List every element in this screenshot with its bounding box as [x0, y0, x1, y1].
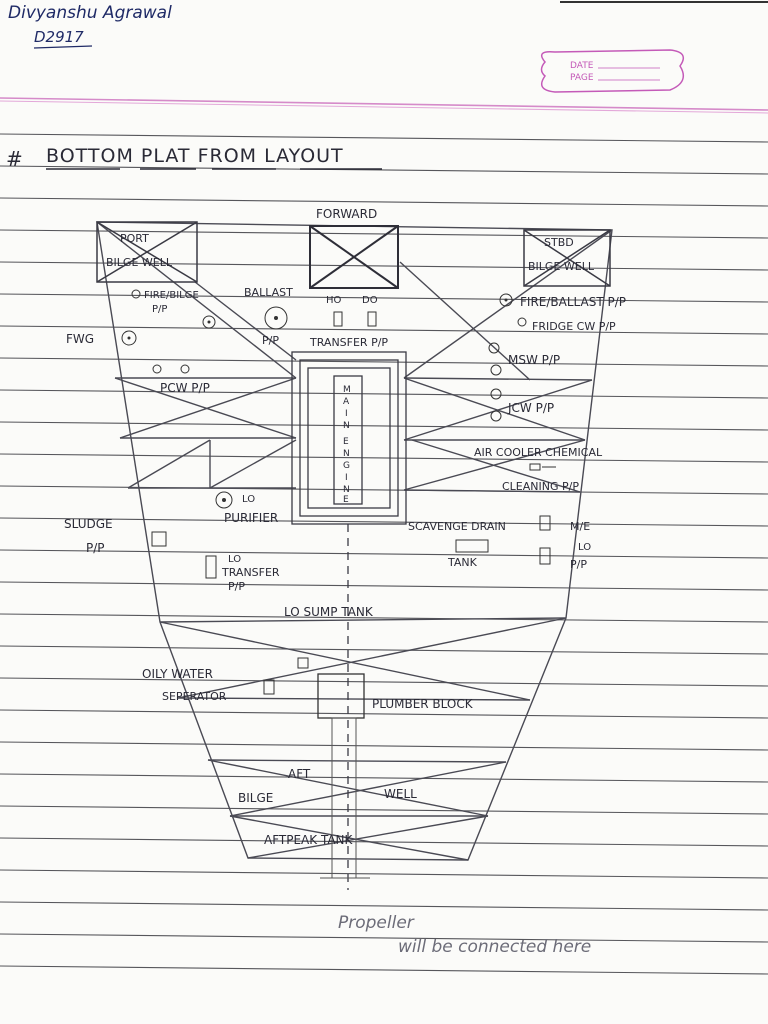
- stbd-bilge-label: BILGE WELL: [528, 260, 595, 273]
- tank-label: TANK: [447, 556, 478, 569]
- plumber-block-icon: [317, 673, 365, 719]
- page-title: BOTTOM PLAT FROM LAYOUT: [46, 145, 344, 167]
- afterpeak-tank-label: AFTPEAK TANK: [264, 833, 354, 847]
- msw-pump-icon-2: [490, 364, 502, 376]
- scavenge-tank-icon: [455, 539, 489, 553]
- svg-text:N: N: [343, 485, 350, 495]
- ho-pump-icon: [333, 311, 343, 327]
- lo-transfer-label-3: P/P: [228, 580, 245, 593]
- propeller-note-2: will be connected here: [398, 937, 591, 957]
- stamp-date-label: DATE: [570, 61, 594, 71]
- msw-pump-icon: [488, 342, 500, 354]
- lo-transfer-label-1: LO: [228, 554, 241, 565]
- lo-transfer-label-2: TRANSFER: [221, 566, 280, 579]
- center-forward-tank: [309, 225, 399, 289]
- svg-text:E: E: [343, 437, 349, 447]
- ballast-pump-icon: [264, 306, 288, 330]
- chemical-pump-icon: [529, 463, 541, 471]
- margin-line-2: [0, 100, 768, 114]
- lo-purifier-icon: [215, 491, 233, 509]
- ballast-label: BALLAST: [244, 286, 293, 299]
- ho-label: HO: [326, 295, 342, 306]
- bilge-label: BILGE: [238, 791, 273, 805]
- sludge-pp-label: P/P: [86, 541, 105, 555]
- msw-pp-label: MSW P/P: [508, 353, 560, 367]
- jcw-pump-icon: [490, 388, 502, 400]
- pcw-pump-icon: [152, 364, 162, 374]
- lo-sump-tank-label: LO SUMP TANK: [284, 605, 374, 619]
- well-label: WELL: [384, 787, 417, 801]
- lo-transfer-pump-icon: [205, 555, 217, 579]
- lo-purifier-label-2: PURIFIER: [224, 511, 278, 525]
- author-id: D2917: [34, 28, 84, 46]
- fire-ballast-pp-label: FIRE/BALLAST P/P: [520, 295, 626, 309]
- sludge-pump-icon: [151, 531, 167, 547]
- me-lo-pump-icon: [539, 547, 551, 565]
- pcw-pp-label: PCW P/P: [160, 381, 210, 395]
- svg-text:N: N: [343, 421, 350, 431]
- shaft: [331, 717, 357, 879]
- scavenge-drain-icon: [539, 515, 551, 531]
- fire-bilge-label: FIRE/BILGE: [144, 290, 199, 301]
- scavenge-drain-label: SCAVENGE DRAIN: [408, 520, 506, 533]
- me-lo-pp-label: P/P: [570, 558, 587, 571]
- svg-text:N: N: [343, 449, 350, 459]
- aft-label: AFT: [288, 767, 311, 781]
- me-lo-label: LO: [578, 542, 591, 553]
- fridge-pump-icon: [517, 317, 527, 327]
- fire-ballast-pump-icon: [499, 293, 513, 307]
- port-bilge-label: BILGE WELL: [106, 256, 173, 269]
- jcw-pp-label: JCW P/P: [507, 401, 554, 415]
- pcw-pump-icon-2: [180, 364, 190, 374]
- author-name: Divyanshu Agrawal: [8, 3, 172, 23]
- lo-purifier-label-1: LO: [242, 494, 255, 505]
- port-label: PORT: [120, 232, 149, 245]
- air-cooler-label: AIR COOLER CHEMICAL: [474, 446, 603, 459]
- oily-water-label-1: OILY WATER: [142, 667, 213, 681]
- svg-text:G: G: [343, 461, 350, 471]
- date-page-stamp: DATE PAGE: [540, 49, 685, 93]
- jcw-pump-icon-2: [490, 410, 502, 422]
- stbd-bilge-well: [523, 229, 611, 287]
- ballast-pp-label: P/P: [262, 334, 279, 347]
- svg-text:I: I: [345, 409, 348, 419]
- stbd-label: STBD: [544, 236, 574, 249]
- fire-bilge-pump-icon: [131, 289, 141, 299]
- stamp-page-label: PAGE: [570, 73, 594, 83]
- hull-outline: [96, 221, 613, 861]
- forward-label: FORWARD: [316, 207, 377, 221]
- fridge-cw-pp-label: FRIDGE CW P/P: [532, 320, 616, 333]
- svg-text:I: I: [345, 473, 348, 483]
- fwg-icon: [121, 330, 137, 346]
- pump-icon: [202, 315, 216, 329]
- ows-icon: [297, 657, 309, 669]
- do-label: DO: [362, 295, 378, 306]
- cleaning-pp-label: CLEANING P/P: [502, 480, 579, 493]
- fwg-label: FWG: [66, 332, 94, 346]
- ows-icon-2: [263, 679, 275, 695]
- oily-water-label-2: SEPERATOR: [162, 690, 227, 703]
- plumber-block-label: PLUMBER BLOCK: [372, 697, 474, 711]
- do-pump-icon: [367, 311, 377, 327]
- main-engine-label: M A I N E N G I N E: [343, 385, 351, 505]
- svg-text:M: M: [343, 385, 351, 395]
- svg-text:A: A: [343, 397, 350, 407]
- propeller-note-1: Propeller: [338, 913, 415, 933]
- title-mark: #: [6, 147, 23, 171]
- fire-bilge-pp-label: P/P: [152, 304, 167, 315]
- margin-line: [0, 97, 768, 111]
- transfer-pp-label: TRANSFER P/P: [309, 336, 388, 349]
- svg-text:E: E: [343, 495, 349, 505]
- main-engine: [291, 351, 407, 890]
- me-label: M/E: [570, 520, 590, 533]
- port-bilge-well: [96, 221, 198, 283]
- sludge-label: SLUDGE: [64, 517, 113, 531]
